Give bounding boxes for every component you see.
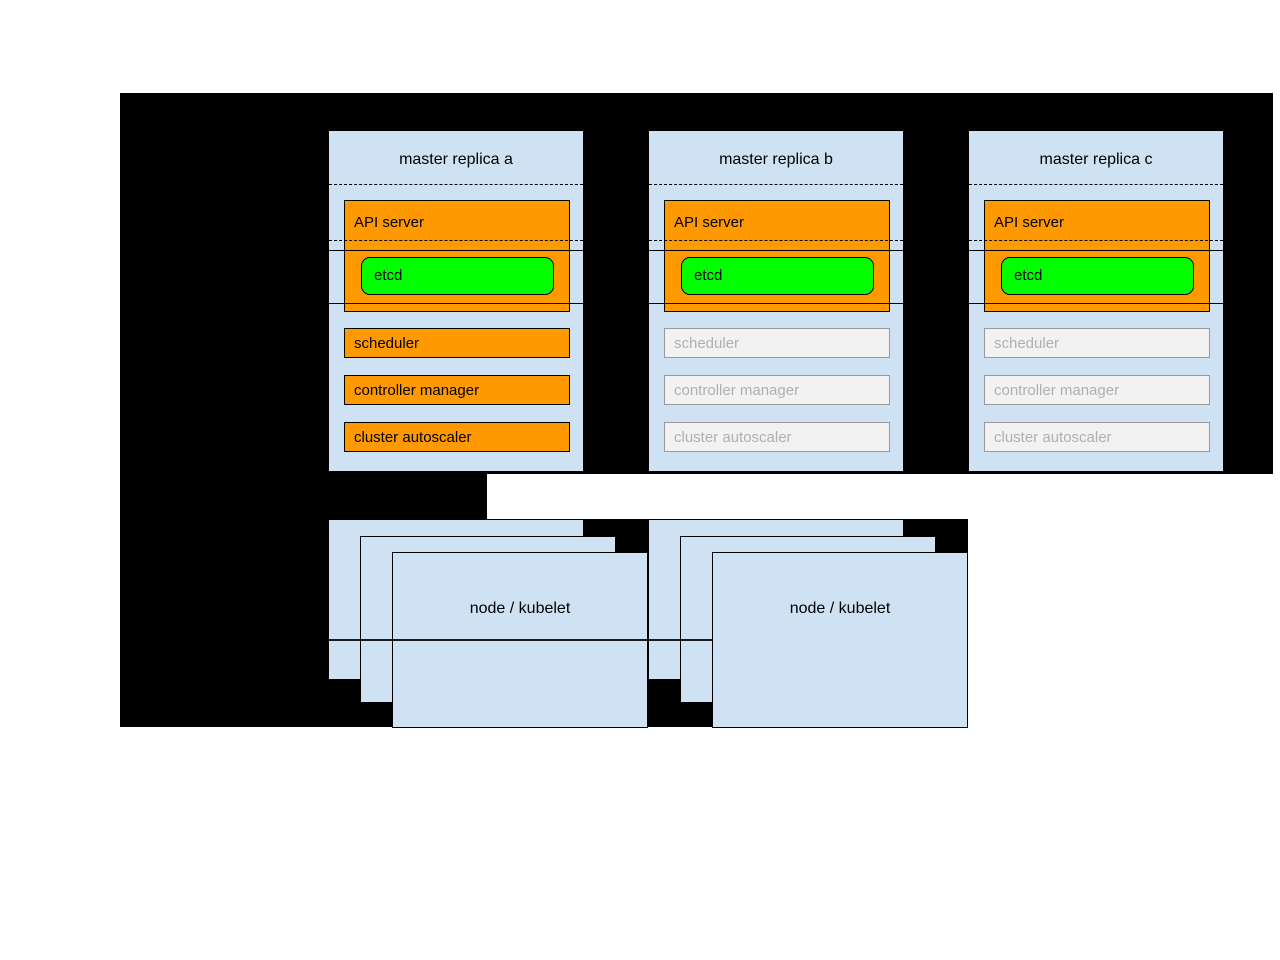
cluster-autoscaler-box: cluster autoscaler — [984, 422, 1210, 452]
master-replica-c-box: master replica c API server etcd schedul… — [968, 130, 1224, 472]
master-replica-a-box: master replica a API server etcd schedul… — [328, 130, 584, 472]
etcd-band-bottom-line — [649, 303, 903, 304]
scheduler-box: scheduler — [984, 328, 1210, 358]
controller-manager-box: controller manager — [664, 375, 890, 405]
etcd-box: etcd — [1001, 257, 1194, 295]
node-title-separator-line — [328, 639, 712, 641]
master-replica-c-title: master replica c — [1039, 151, 1153, 168]
dashed-separator — [329, 240, 583, 241]
node-kubelet-box: node / kubelet — [712, 552, 968, 728]
master-replica-b-box: master replica b API server etcd schedul… — [648, 130, 904, 472]
etcd-band-top-line — [329, 250, 583, 251]
api-server-box: API server — [344, 200, 570, 251]
etcd-band-bottom-line — [329, 303, 583, 304]
etcd-container-box: etcd — [984, 250, 1210, 312]
dashed-separator — [969, 184, 1223, 185]
cluster-autoscaler-box: cluster autoscaler — [344, 422, 570, 452]
etcd-band-top-line — [969, 250, 1223, 251]
dashed-separator — [649, 184, 903, 185]
master-replica-b-title: master replica b — [719, 151, 833, 168]
etcd-band-top-line — [649, 250, 903, 251]
etcd-container-box: etcd — [344, 250, 570, 312]
dashed-separator — [329, 184, 583, 185]
api-server-box: API server — [984, 200, 1210, 251]
controller-manager-box: controller manager — [344, 375, 570, 405]
etcd-box: etcd — [681, 257, 874, 295]
etcd-band-bottom-line — [969, 303, 1223, 304]
dashed-separator — [649, 240, 903, 241]
dashed-separator — [969, 240, 1223, 241]
master-replica-a-title: master replica a — [399, 151, 513, 168]
cluster-autoscaler-box: cluster autoscaler — [664, 422, 890, 452]
etcd-container-box: etcd — [664, 250, 890, 312]
scheduler-box: scheduler — [344, 328, 570, 358]
controller-manager-box: controller manager — [984, 375, 1210, 405]
scheduler-box: scheduler — [664, 328, 890, 358]
api-server-box: API server — [664, 200, 890, 251]
etcd-box: etcd — [361, 257, 554, 295]
